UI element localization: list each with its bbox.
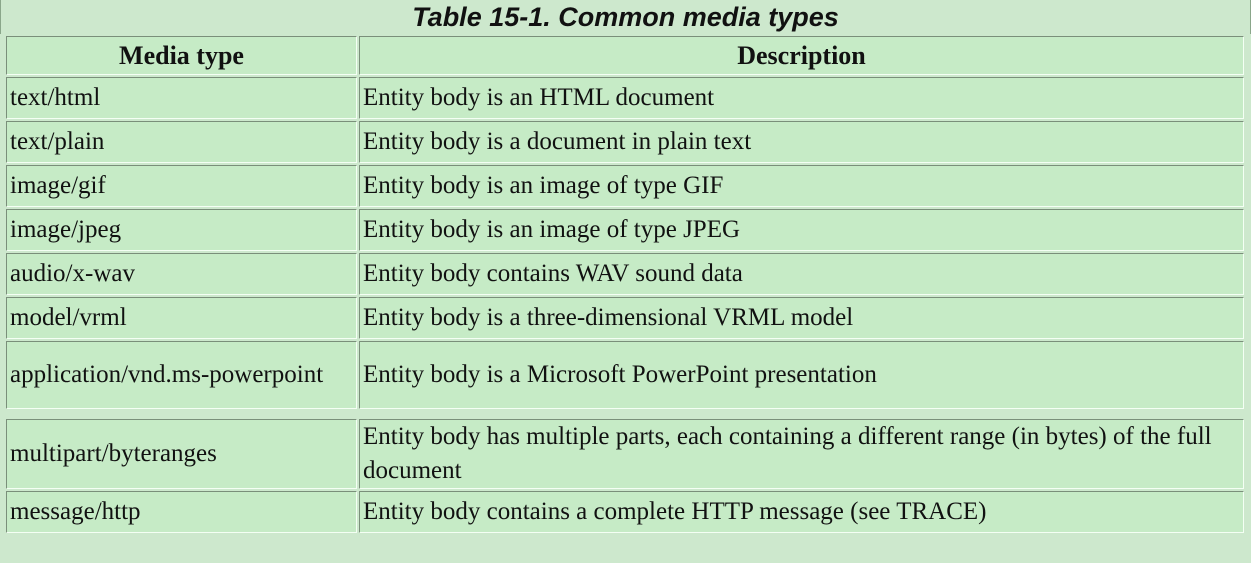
table-row: multipart/byteranges Entity body has mul… (6, 419, 1244, 489)
table-row: image/gif Entity body is an image of typ… (6, 165, 1244, 207)
description-cell: Entity body is a document in plain text (359, 121, 1244, 163)
media-types-table: Media type Description text/html Entity … (4, 34, 1246, 535)
media-type-cell: text/html (6, 77, 357, 119)
media-type-cell: image/gif (6, 165, 357, 207)
table-separator (6, 411, 1244, 417)
table-row: text/plain Entity body is a document in … (6, 121, 1244, 163)
table-caption: Table 15-1. Common media types (0, 0, 1251, 34)
table-row: text/html Entity body is an HTML documen… (6, 77, 1244, 119)
header-row: Media type Description (6, 36, 1244, 75)
media-type-cell: model/vrml (6, 297, 357, 339)
media-type-cell: multipart/byteranges (6, 419, 357, 489)
description-cell: Entity body is a three-dimensional VRML … (359, 297, 1244, 339)
table-row: application/vnd.ms-powerpoint Entity bod… (6, 341, 1244, 409)
description-cell: Entity body contains a complete HTTP mes… (359, 491, 1244, 533)
media-type-cell: application/vnd.ms-powerpoint (6, 341, 357, 409)
separator-cell (6, 411, 357, 417)
header-description: Description (359, 36, 1244, 75)
media-type-cell: image/jpeg (6, 209, 357, 251)
table-row: image/jpeg Entity body is an image of ty… (6, 209, 1244, 251)
description-cell: Entity body is a Microsoft PowerPoint pr… (359, 341, 1244, 409)
media-type-cell: text/plain (6, 121, 357, 163)
media-type-cell: message/http (6, 491, 357, 533)
table-row: message/http Entity body contains a comp… (6, 491, 1244, 533)
table-row: model/vrml Entity body is a three-dimens… (6, 297, 1244, 339)
media-type-cell: audio/x-wav (6, 253, 357, 295)
header-media-type: Media type (6, 36, 357, 75)
description-cell: Entity body has multiple parts, each con… (359, 419, 1244, 489)
description-cell: Entity body is an image of type GIF (359, 165, 1244, 207)
description-cell: Entity body contains WAV sound data (359, 253, 1244, 295)
table-row: audio/x-wav Entity body contains WAV sou… (6, 253, 1244, 295)
description-cell: Entity body is an image of type JPEG (359, 209, 1244, 251)
description-cell: Entity body is an HTML document (359, 77, 1244, 119)
separator-cell (359, 411, 1244, 417)
